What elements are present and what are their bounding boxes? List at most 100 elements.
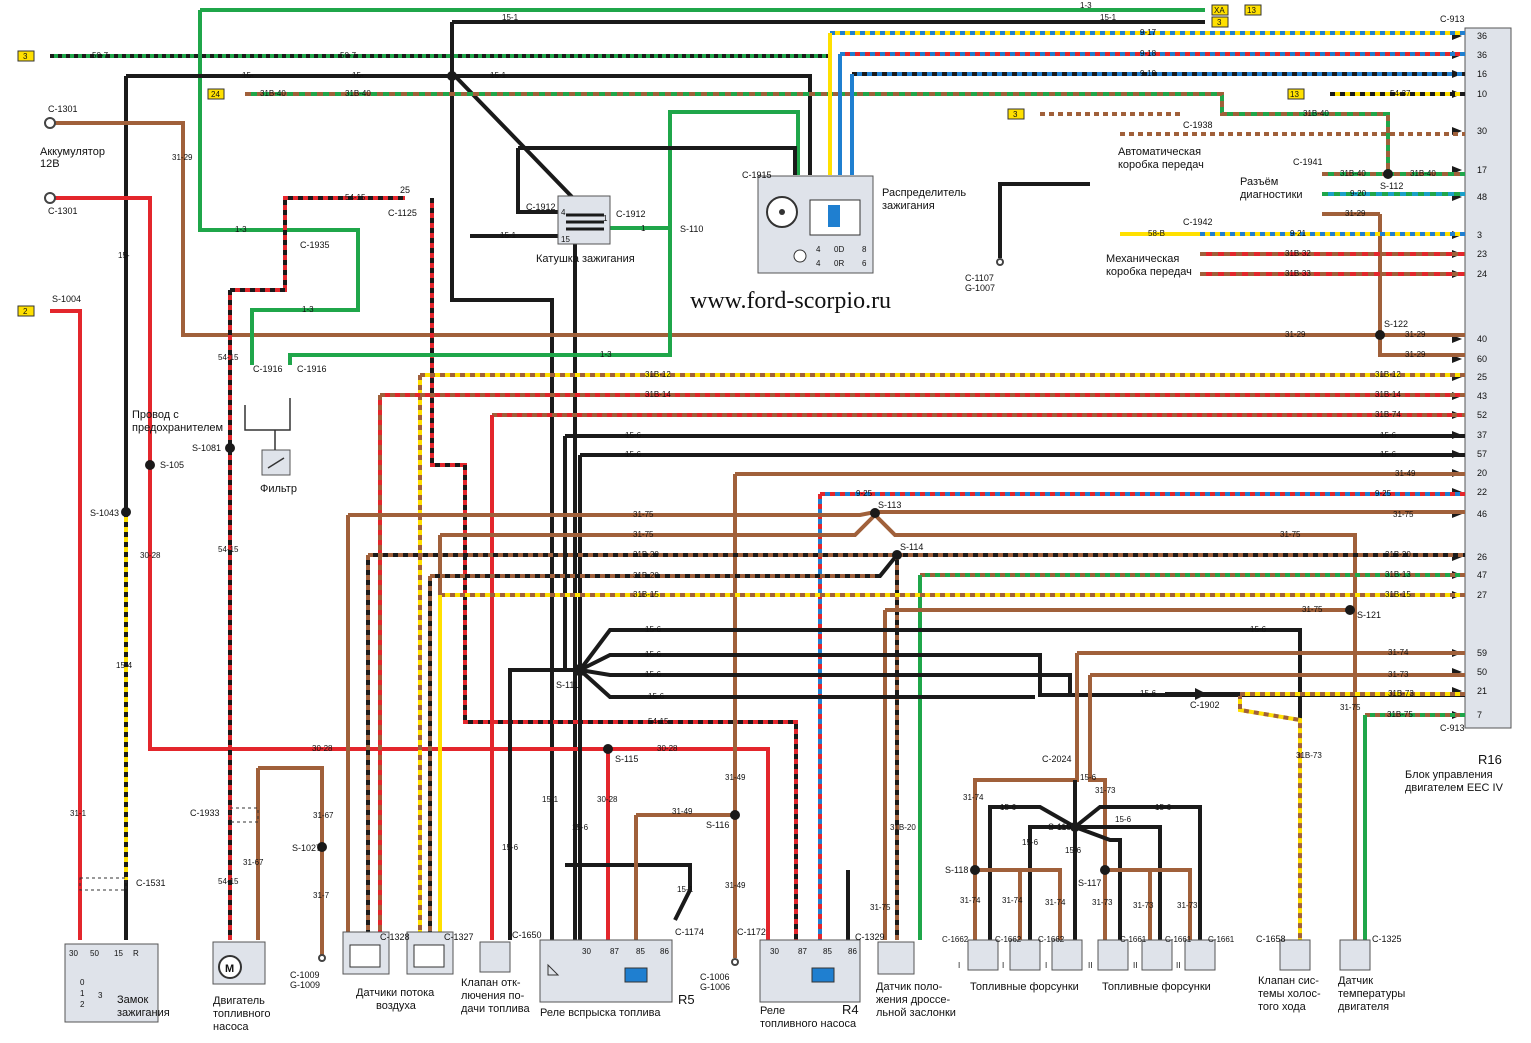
svg-text:S-116: S-116 bbox=[706, 820, 729, 830]
svg-text:S-112: S-112 bbox=[1380, 181, 1403, 191]
svg-text:31-49: 31-49 bbox=[725, 773, 746, 782]
svg-text:31B-32: 31B-32 bbox=[1285, 249, 1311, 258]
svg-text:C-1009: C-1009 bbox=[290, 970, 320, 980]
svg-text:9-19: 9-19 bbox=[1140, 69, 1157, 78]
svg-text:0R: 0R bbox=[834, 259, 844, 268]
fuel-pump-relay bbox=[759, 939, 861, 1003]
svg-text:31-75: 31-75 bbox=[1302, 605, 1323, 614]
ecu-connector-top-label: C-913 bbox=[1440, 14, 1465, 24]
svg-text:31-75: 31-75 bbox=[1280, 530, 1301, 539]
svg-text:15-6: 15-6 bbox=[645, 625, 662, 634]
svg-text:15-6: 15-6 bbox=[645, 670, 662, 679]
svg-text:8: 8 bbox=[862, 245, 867, 254]
svg-text:31-67: 31-67 bbox=[243, 858, 264, 867]
svg-text:S-1027: S-1027 bbox=[292, 843, 321, 853]
svg-text:I: I bbox=[1045, 961, 1047, 970]
svg-text:15-1: 15-1 bbox=[677, 885, 694, 894]
svg-text:C-1933: C-1933 bbox=[190, 808, 220, 818]
svg-text:Катушка зажигания: Катушка зажигания bbox=[536, 253, 635, 265]
svg-text:R: R bbox=[133, 949, 139, 958]
svg-text:C-1915: C-1915 bbox=[742, 170, 772, 180]
ecu-name-line2: двигателем EEC IV bbox=[1405, 782, 1504, 794]
svg-text:31-73: 31-73 bbox=[1177, 901, 1198, 910]
svg-text:3: 3 bbox=[23, 52, 28, 61]
svg-text:3: 3 bbox=[98, 991, 103, 1000]
svg-text:31-74: 31-74 bbox=[1388, 648, 1409, 657]
svg-text:0: 0 bbox=[80, 978, 85, 987]
svg-text:C-1172: C-1172 bbox=[737, 927, 766, 937]
svg-text:R4: R4 bbox=[842, 1002, 859, 1017]
svg-text:зажигания: зажигания bbox=[882, 200, 935, 212]
svg-text:15-1: 15-1 bbox=[490, 71, 507, 80]
svg-text:4: 4 bbox=[816, 259, 821, 268]
svg-text:II: II bbox=[1176, 961, 1180, 970]
ecu-pin-10: 10 bbox=[1477, 89, 1487, 99]
svg-text:31B-14: 31B-14 bbox=[1375, 390, 1401, 399]
svg-text:15-1: 15-1 bbox=[502, 13, 519, 22]
ecu-pin-3: 3 bbox=[1477, 230, 1482, 240]
svg-text:C-1301: C-1301 bbox=[48, 104, 78, 114]
svg-text:13: 13 bbox=[1290, 90, 1299, 99]
svg-text:S-113: S-113 bbox=[878, 500, 901, 510]
svg-text:31B-12: 31B-12 bbox=[645, 370, 671, 379]
svg-text:I: I bbox=[1002, 961, 1004, 970]
svg-text:4: 4 bbox=[561, 208, 566, 217]
svg-text:15-6: 15-6 bbox=[1115, 815, 1132, 824]
svg-text:24: 24 bbox=[211, 90, 220, 99]
svg-text:3: 3 bbox=[1013, 110, 1018, 119]
ecu-pin-23: 23 bbox=[1477, 249, 1487, 259]
svg-text:31-29: 31-29 bbox=[1345, 209, 1366, 218]
svg-text:Реле вспрыска топлива: Реле вспрыска топлива bbox=[540, 1007, 661, 1019]
svg-text:6: 6 bbox=[862, 259, 867, 268]
svg-text:31-75: 31-75 bbox=[633, 510, 654, 519]
svg-text:31B-73: 31B-73 bbox=[1296, 751, 1322, 760]
svg-text:9-25: 9-25 bbox=[856, 489, 873, 498]
svg-text:C-1661: C-1661 bbox=[1120, 935, 1147, 944]
svg-text:Клапан сис-: Клапан сис- bbox=[1258, 975, 1319, 987]
svg-text:30-28: 30-28 bbox=[140, 551, 161, 560]
svg-text:9-25: 9-25 bbox=[1375, 489, 1392, 498]
svg-text:31B-40: 31B-40 bbox=[345, 89, 371, 98]
svg-text:S-118: S-118 bbox=[945, 865, 968, 875]
ecu-connector-bottom-label: C-913 bbox=[1440, 723, 1465, 733]
svg-text:31B-33: 31B-33 bbox=[1285, 269, 1311, 278]
svg-text:C-1125: C-1125 bbox=[388, 208, 417, 218]
svg-text:Топливные форсунки: Топливные форсунки bbox=[970, 981, 1079, 993]
svg-text:31-29: 31-29 bbox=[172, 153, 193, 162]
svg-text:дачи топлива: дачи топлива bbox=[461, 1003, 530, 1015]
svg-text:15-6: 15-6 bbox=[645, 650, 662, 659]
svg-text:15-: 15- bbox=[118, 251, 130, 260]
svg-text:31-7: 31-7 bbox=[313, 891, 330, 900]
ecu-pin-43: 43 bbox=[1477, 391, 1487, 401]
ecu-pin-25: 25 bbox=[1477, 372, 1487, 382]
svg-text:C-1658: C-1658 bbox=[1256, 934, 1286, 944]
svg-text:31B-14: 31B-14 bbox=[645, 390, 671, 399]
svg-text:C-1912: C-1912 bbox=[526, 202, 556, 212]
svg-text:Замок: Замок bbox=[117, 994, 148, 1006]
svg-text:31B-40: 31B-40 bbox=[1410, 169, 1436, 178]
svg-text:15-6: 15-6 bbox=[625, 431, 642, 440]
svg-text:насоса: насоса bbox=[213, 1021, 249, 1033]
svg-text:15-1: 15-1 bbox=[500, 231, 517, 240]
svg-text:31B-40: 31B-40 bbox=[260, 89, 286, 98]
svg-text:54-15: 54-15 bbox=[648, 717, 669, 726]
svg-text:12В: 12В bbox=[40, 158, 60, 170]
svg-text:9-17: 9-17 bbox=[1140, 28, 1157, 37]
svg-text:58-B: 58-B bbox=[1148, 229, 1165, 238]
svg-text:S-114: S-114 bbox=[900, 542, 923, 552]
ecu-pin-27: 27 bbox=[1477, 590, 1487, 600]
svg-text:Фильтр: Фильтр bbox=[260, 483, 297, 495]
svg-text:S-105: S-105 bbox=[160, 460, 184, 470]
svg-text:30: 30 bbox=[770, 947, 779, 956]
svg-text:R5: R5 bbox=[678, 992, 695, 1007]
svg-text:M: M bbox=[225, 963, 234, 975]
svg-text:1: 1 bbox=[80, 989, 85, 998]
svg-text:Распределитель: Распределитель bbox=[882, 187, 966, 199]
svg-text:C-1531: C-1531 bbox=[136, 878, 166, 888]
svg-text:C-1328: C-1328 bbox=[380, 932, 410, 942]
svg-text:15-6: 15-6 bbox=[1140, 689, 1157, 698]
ecu-pin-47: 47 bbox=[1477, 570, 1487, 580]
svg-text:31-49: 31-49 bbox=[725, 881, 746, 890]
ecu-pin-21: 21 bbox=[1477, 686, 1487, 696]
svg-text:Датчики потока: Датчики потока bbox=[356, 987, 435, 999]
